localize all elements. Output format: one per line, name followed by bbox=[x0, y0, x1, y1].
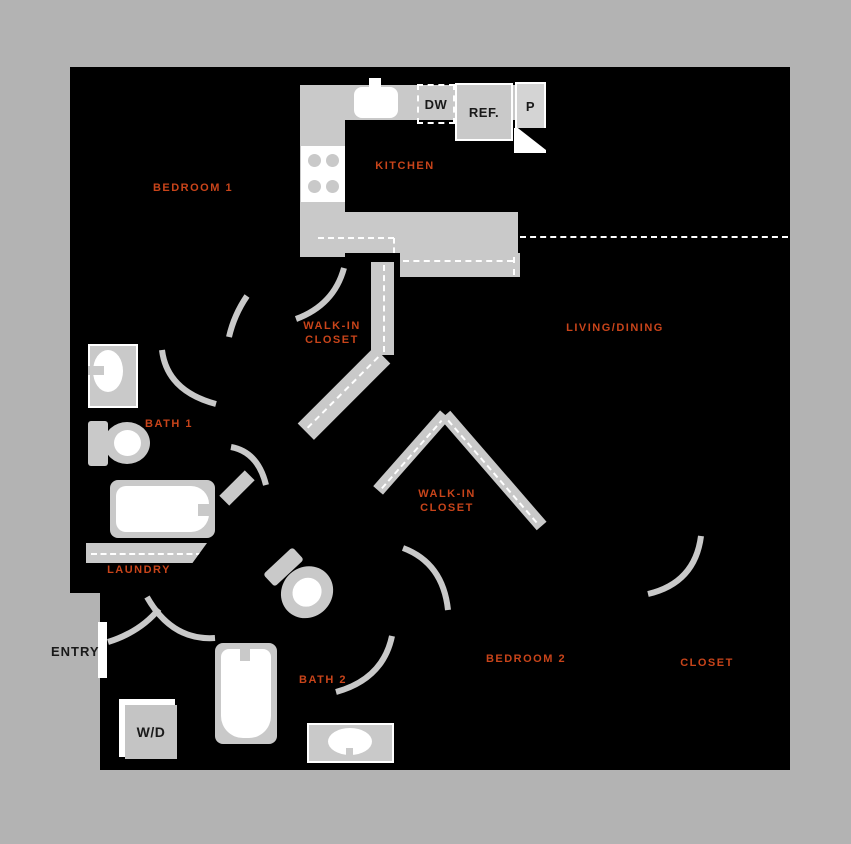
dishwasher-label: DW bbox=[424, 96, 448, 112]
pantry-label: P bbox=[525, 99, 536, 114]
laundry-label: LAUNDRY bbox=[107, 564, 171, 576]
pantry-door-opening bbox=[514, 128, 546, 153]
plan-body-lower bbox=[100, 593, 790, 770]
ceiling-break-dash bbox=[520, 236, 788, 238]
pantry-door-icon bbox=[517, 128, 546, 150]
bath2-label: BATH 2 bbox=[299, 674, 347, 686]
refrigerator-label: REF. bbox=[468, 104, 500, 120]
walkin1-label: WALK-IN CLOSET bbox=[303, 319, 361, 347]
walkin2-label: WALK-IN CLOSET bbox=[418, 487, 476, 515]
pantry-box: P bbox=[515, 82, 546, 131]
bedroom2-label: BEDROOM 2 bbox=[485, 653, 567, 665]
bath1-toilet-tank-icon bbox=[88, 421, 108, 466]
hall-wall-vertical bbox=[371, 262, 394, 355]
bath1-toilet-seat-icon bbox=[114, 430, 141, 456]
entry-label: ENTRY bbox=[51, 644, 100, 659]
bath1-pocket-wall bbox=[86, 543, 207, 563]
counter-dash bbox=[318, 237, 394, 239]
counter-dash bbox=[513, 257, 515, 275]
kitchen-counter-bar bbox=[400, 253, 520, 277]
dishwasher-box: DW bbox=[417, 84, 455, 124]
kitchen-label: KITCHEN bbox=[375, 160, 435, 172]
bath1-label: BATH 1 bbox=[145, 418, 193, 430]
walkin1-label-line2: CLOSET bbox=[305, 334, 359, 346]
closet-label: CLOSET bbox=[680, 657, 734, 669]
washer-dryer-box: W/D bbox=[125, 705, 177, 759]
refrigerator-box: REF. bbox=[455, 83, 513, 141]
walkin2-label-line2: CLOSET bbox=[420, 502, 474, 514]
bedroom1-label: BEDROOM 1 bbox=[152, 182, 234, 194]
burner-icon bbox=[326, 154, 339, 167]
burner-icon bbox=[308, 180, 321, 193]
bath1-tub-faucet-icon bbox=[198, 504, 209, 516]
walkin1-label-line1: WALK-IN bbox=[303, 320, 361, 332]
bath1-tub-basin-icon bbox=[116, 486, 209, 532]
bath1-faucet-icon bbox=[88, 366, 104, 375]
kitchen-counter-peninsula bbox=[340, 212, 518, 253]
washer-dryer-label: W/D bbox=[136, 724, 166, 740]
living-dining-label: LIVING/DINING bbox=[566, 322, 664, 334]
bath2-tub-faucet-icon bbox=[240, 649, 250, 661]
kitchen-sink-icon bbox=[354, 87, 398, 118]
counter-dash bbox=[403, 260, 513, 262]
stove-icon bbox=[301, 146, 345, 202]
burner-icon bbox=[326, 180, 339, 193]
bath2-faucet-icon bbox=[346, 748, 353, 759]
burner-icon bbox=[308, 154, 321, 167]
counter-dash bbox=[393, 238, 395, 253]
bath2-tub-basin-icon bbox=[221, 649, 271, 738]
walkin2-label-line1: WALK-IN bbox=[418, 488, 476, 500]
entry-door-opening bbox=[98, 622, 107, 678]
